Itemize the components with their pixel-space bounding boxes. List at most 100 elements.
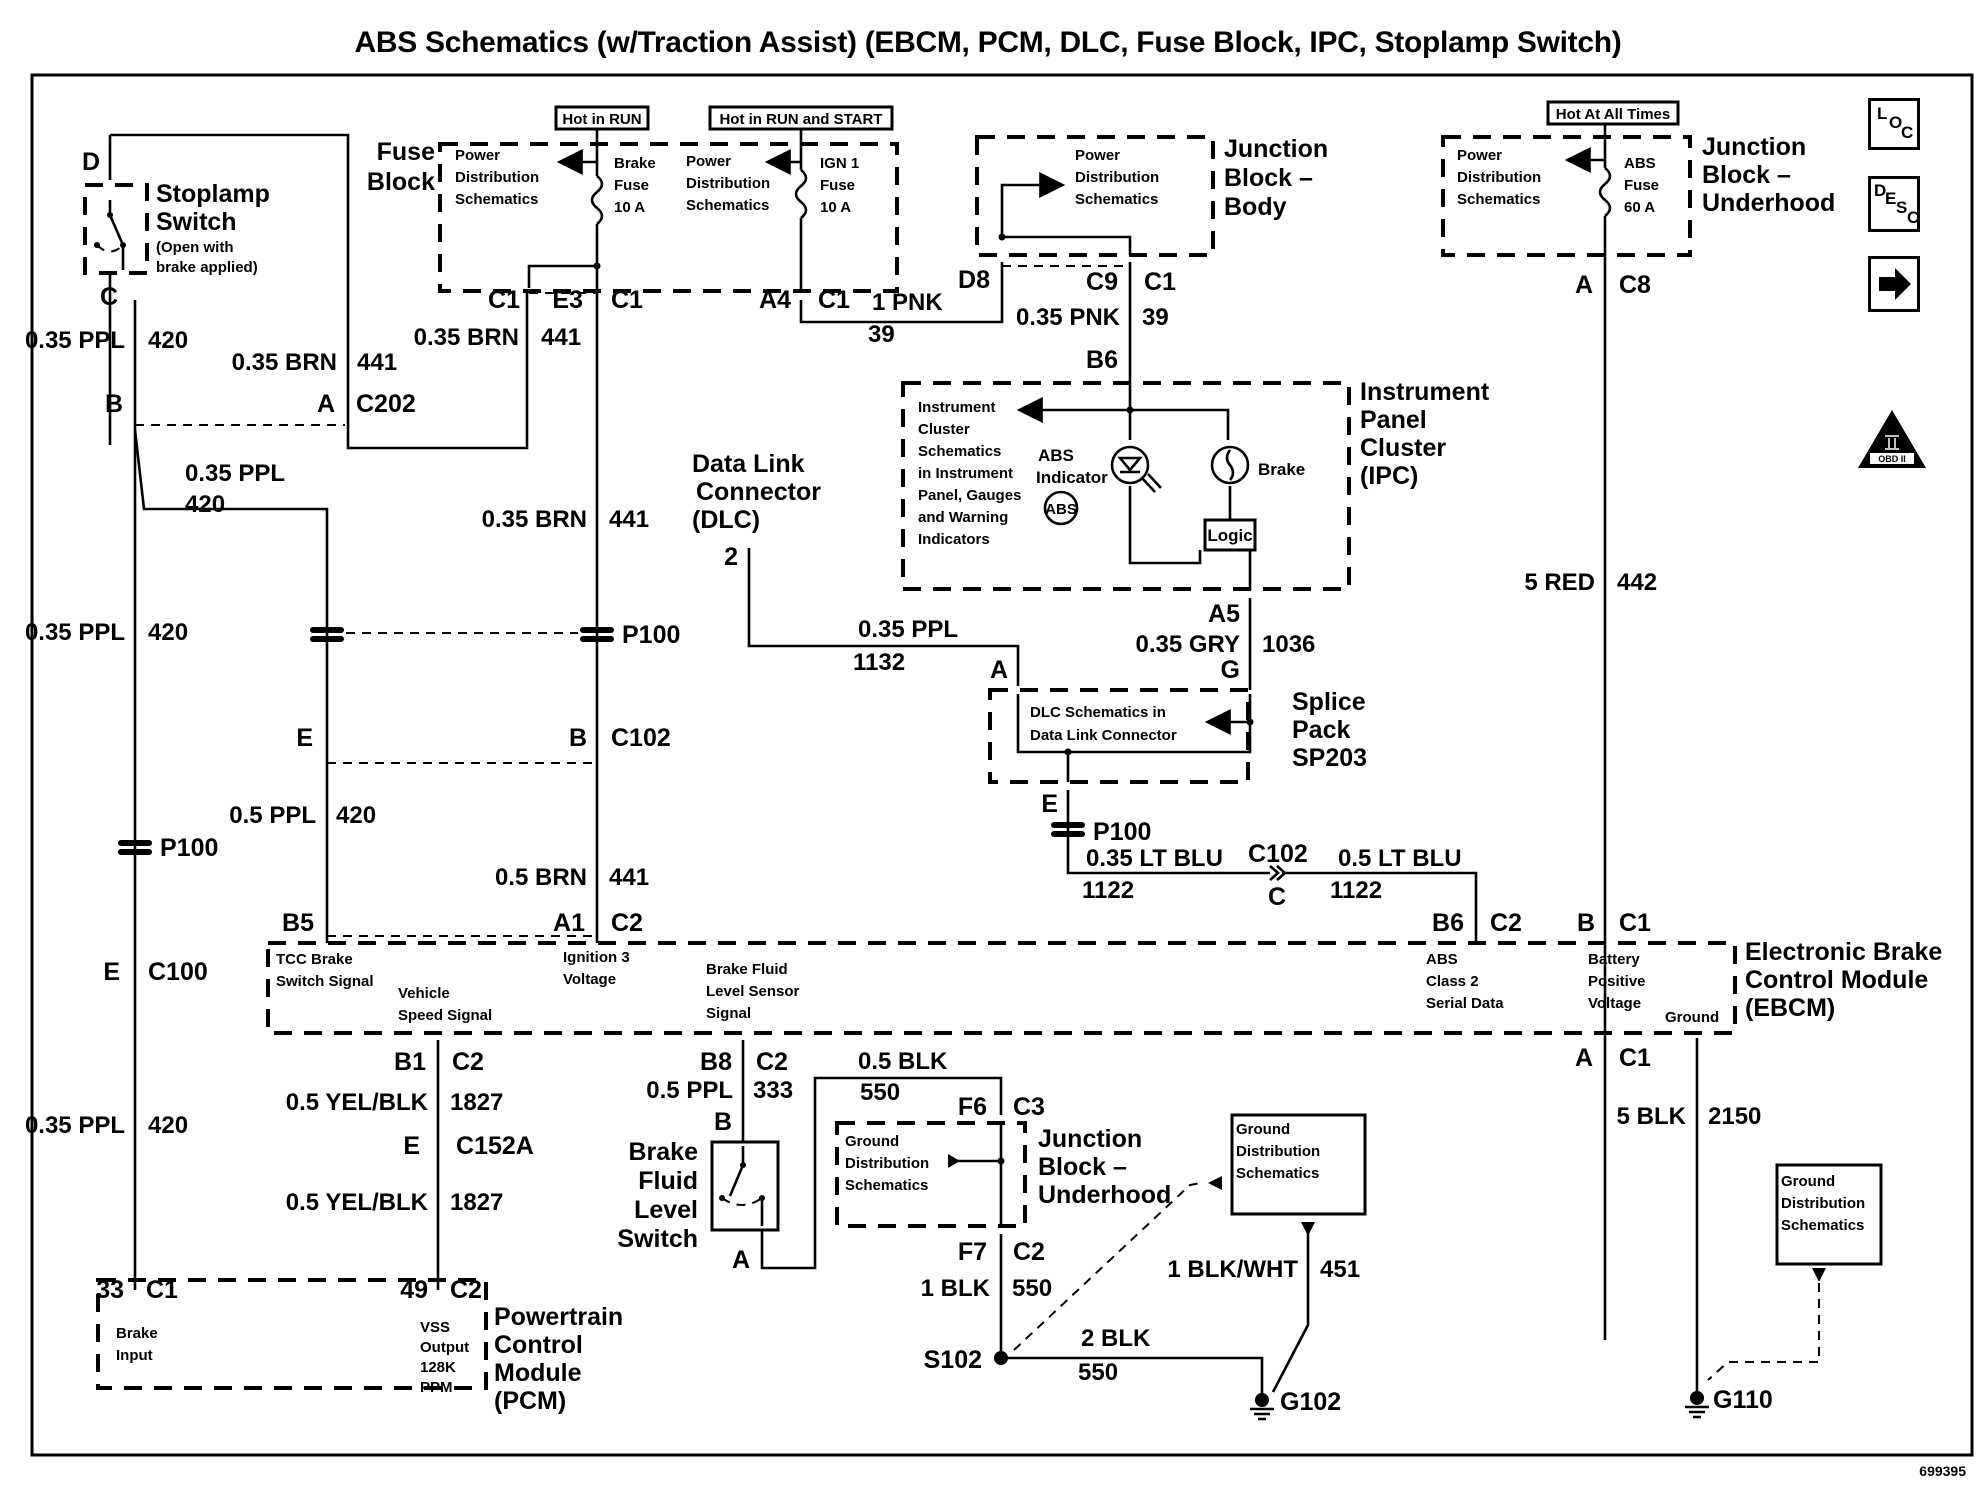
power-dist-ref-1[interactable]: Power Distribution Schematics xyxy=(455,147,539,208)
svg-text:TCC Brake: TCC Brake xyxy=(276,951,353,968)
power-dist-ref-2[interactable]: Power Distribution Schematics xyxy=(686,153,770,214)
wire-333-circuit: 333 xyxy=(753,1077,793,1104)
svg-text:10 A: 10 A xyxy=(820,199,851,216)
svg-text:Cluster: Cluster xyxy=(918,421,970,438)
power-dist-ref-4[interactable]: Power Distribution Schematics xyxy=(1457,147,1541,208)
conn-c202: C202 xyxy=(356,390,416,418)
svg-text:Panel, Gauges: Panel, Gauges xyxy=(918,487,1021,504)
pcm-brake-input: Brake Input xyxy=(116,1325,158,1364)
wire-550a-circuit: 550 xyxy=(860,1079,900,1106)
wire-441-ebcm-circuit: 441 xyxy=(609,864,649,891)
wire-1122b-circuit: 1122 xyxy=(1330,877,1382,904)
svg-text:Schematics: Schematics xyxy=(1075,191,1158,208)
conn-jbu-a: A xyxy=(1575,271,1593,299)
stoplamp-note: (Open with xyxy=(156,239,234,256)
svg-text:Distribution: Distribution xyxy=(686,175,770,192)
conn-ebcm-c1: C1 xyxy=(1619,909,1651,937)
conn-jbu-f7: F7 xyxy=(958,1238,987,1266)
svg-text:Data Link Connector: Data Link Connector xyxy=(1030,727,1177,744)
svg-text:Voltage: Voltage xyxy=(1588,995,1641,1012)
wire-333-gauge: 0.5 PPL xyxy=(646,1077,733,1104)
conn-g102: G102 xyxy=(1280,1388,1341,1416)
svg-text:Distribution: Distribution xyxy=(1781,1195,1865,1212)
wire-1122b-gauge: 0.5 LT BLU xyxy=(1338,845,1462,872)
junction-block-underhood-bottom: Ground Distribution Schematics Junction … xyxy=(835,1121,1171,1228)
ground-dist-ref-2[interactable]: Ground Distribution Schematics xyxy=(1775,1163,1883,1266)
figure-number: 699395 xyxy=(1919,1463,1966,1479)
svg-text:(IPC): (IPC) xyxy=(1360,462,1418,490)
wire-550-bottom xyxy=(999,1234,1264,1400)
wire-442-gauge: 5 RED xyxy=(1524,569,1595,596)
wire-441-c202-gauge: 0.35 BRN xyxy=(232,349,337,376)
wire-420-mid-gauge: 0.35 PPL xyxy=(25,619,125,646)
svg-text:Signal: Signal xyxy=(706,1005,751,1022)
conn-ebcm-b: B xyxy=(1577,909,1595,937)
wire-420-branch-gauge: 0.35 PPL xyxy=(185,460,285,487)
wire-420-top-gauge: 0.35 PPL xyxy=(25,327,125,354)
conn-c102-b: B xyxy=(569,724,587,752)
wire-1827a-circuit: 1827 xyxy=(450,1089,503,1116)
conn-c202-a: A xyxy=(317,390,335,418)
conn-ebcm-c2d: C2 xyxy=(756,1048,788,1076)
ebcm-pin-battery: Battery Positive Voltage xyxy=(1588,951,1646,1012)
logic-box xyxy=(1203,518,1257,552)
power-dist-ref-3[interactable]: Power Distribution Schematics xyxy=(1075,147,1159,208)
wire-1122a-circuit: 1122 xyxy=(1082,877,1134,904)
hot-in-run-start-label: Hot in RUN and START xyxy=(719,111,882,128)
conn-ebcm-a: A xyxy=(1575,1044,1593,1072)
svg-text:Distribution: Distribution xyxy=(1075,169,1159,186)
conn-fb-a4: A4 xyxy=(759,286,791,314)
conn-fb-c1c: C1 xyxy=(818,286,850,314)
conn-ebcm-b1: B1 xyxy=(394,1048,426,1076)
next-page-button[interactable] xyxy=(1868,256,1920,312)
svg-text:Serial Data: Serial Data xyxy=(1426,995,1504,1012)
wire-550b-circuit: 550 xyxy=(1012,1275,1052,1302)
conn-ebcm-a1: A1 xyxy=(553,909,585,937)
conn-p100-left: P100 xyxy=(160,834,218,862)
svg-text:Ground: Ground xyxy=(845,1133,899,1150)
svg-text:Power: Power xyxy=(1457,147,1502,164)
jb-underhood-top-label: Junction xyxy=(1702,133,1806,161)
abs-indicator-lamp-icon xyxy=(1110,445,1150,485)
wire-550a-gauge: 0.5 BLK xyxy=(858,1048,948,1075)
conn-jbu-c3: C3 xyxy=(1013,1093,1045,1121)
ground-dist-ref-jbu[interactable]: Ground Distribution Schematics xyxy=(845,1133,929,1194)
wire-39b-circuit: 39 xyxy=(1142,304,1169,331)
brake-fluid-level-switch: Brake Fluid Level Switch xyxy=(617,1138,780,1253)
ground-dist-ref-1[interactable]: Ground Distribution Schematics xyxy=(1230,1113,1367,1216)
wire-420-branch xyxy=(133,429,329,943)
ground-g110-icon xyxy=(1685,1391,1709,1419)
ipc-schematics-ref[interactable]: Instrument Cluster Schematics in Instrum… xyxy=(918,399,1021,548)
svg-text:Schematics: Schematics xyxy=(845,1177,928,1194)
svg-text:Switch: Switch xyxy=(617,1225,698,1253)
brake-indicator-lamp-icon xyxy=(1210,445,1250,485)
svg-text:Pack: Pack xyxy=(1292,716,1350,744)
svg-text:brake applied): brake applied) xyxy=(156,259,258,276)
svg-text:SP203: SP203 xyxy=(1292,744,1367,772)
svg-text:Level Sensor: Level Sensor xyxy=(706,983,800,1000)
obd-ii-badge-icon: OBD II xyxy=(1858,410,1926,468)
location-button[interactable]: L O C xyxy=(1868,98,1920,150)
wire-441-mid-gauge: 0.35 BRN xyxy=(482,506,587,533)
description-button[interactable]: D E S C xyxy=(1868,176,1920,232)
conn-pcm-49: 49 xyxy=(400,1276,428,1304)
wire-451 xyxy=(1271,1232,1310,1393)
svg-text:Power: Power xyxy=(455,147,500,164)
ipc-label: Instrument xyxy=(1360,378,1490,406)
wire-1827a-gauge: 0.5 YEL/BLK xyxy=(286,1089,429,1116)
ebcm-pin-vss: Vehicle Speed Signal xyxy=(398,985,492,1024)
svg-text:Indicator: Indicator xyxy=(1036,468,1108,487)
conn-stoplamp-d: D xyxy=(82,148,100,176)
diagram-frame xyxy=(30,73,1974,1457)
wire-442-circuit: 442 xyxy=(1617,569,1657,596)
hot-at-all-times-box xyxy=(1546,100,1680,126)
svg-text:Vehicle: Vehicle xyxy=(398,985,450,1002)
loc-letter-c: C xyxy=(1901,123,1914,142)
svg-text:(PCM): (PCM) xyxy=(494,1387,566,1415)
conn-ipc-b6: B6 xyxy=(1086,346,1118,374)
conn-jbu-c2: C2 xyxy=(1013,1238,1045,1266)
svg-text:Brake Fluid: Brake Fluid xyxy=(706,961,788,978)
wire-1132 xyxy=(747,548,1020,686)
svg-text:Switch: Switch xyxy=(156,208,237,236)
dlc-schematics-ref[interactable]: DLC Schematics in Data Link Connector xyxy=(1030,704,1177,744)
